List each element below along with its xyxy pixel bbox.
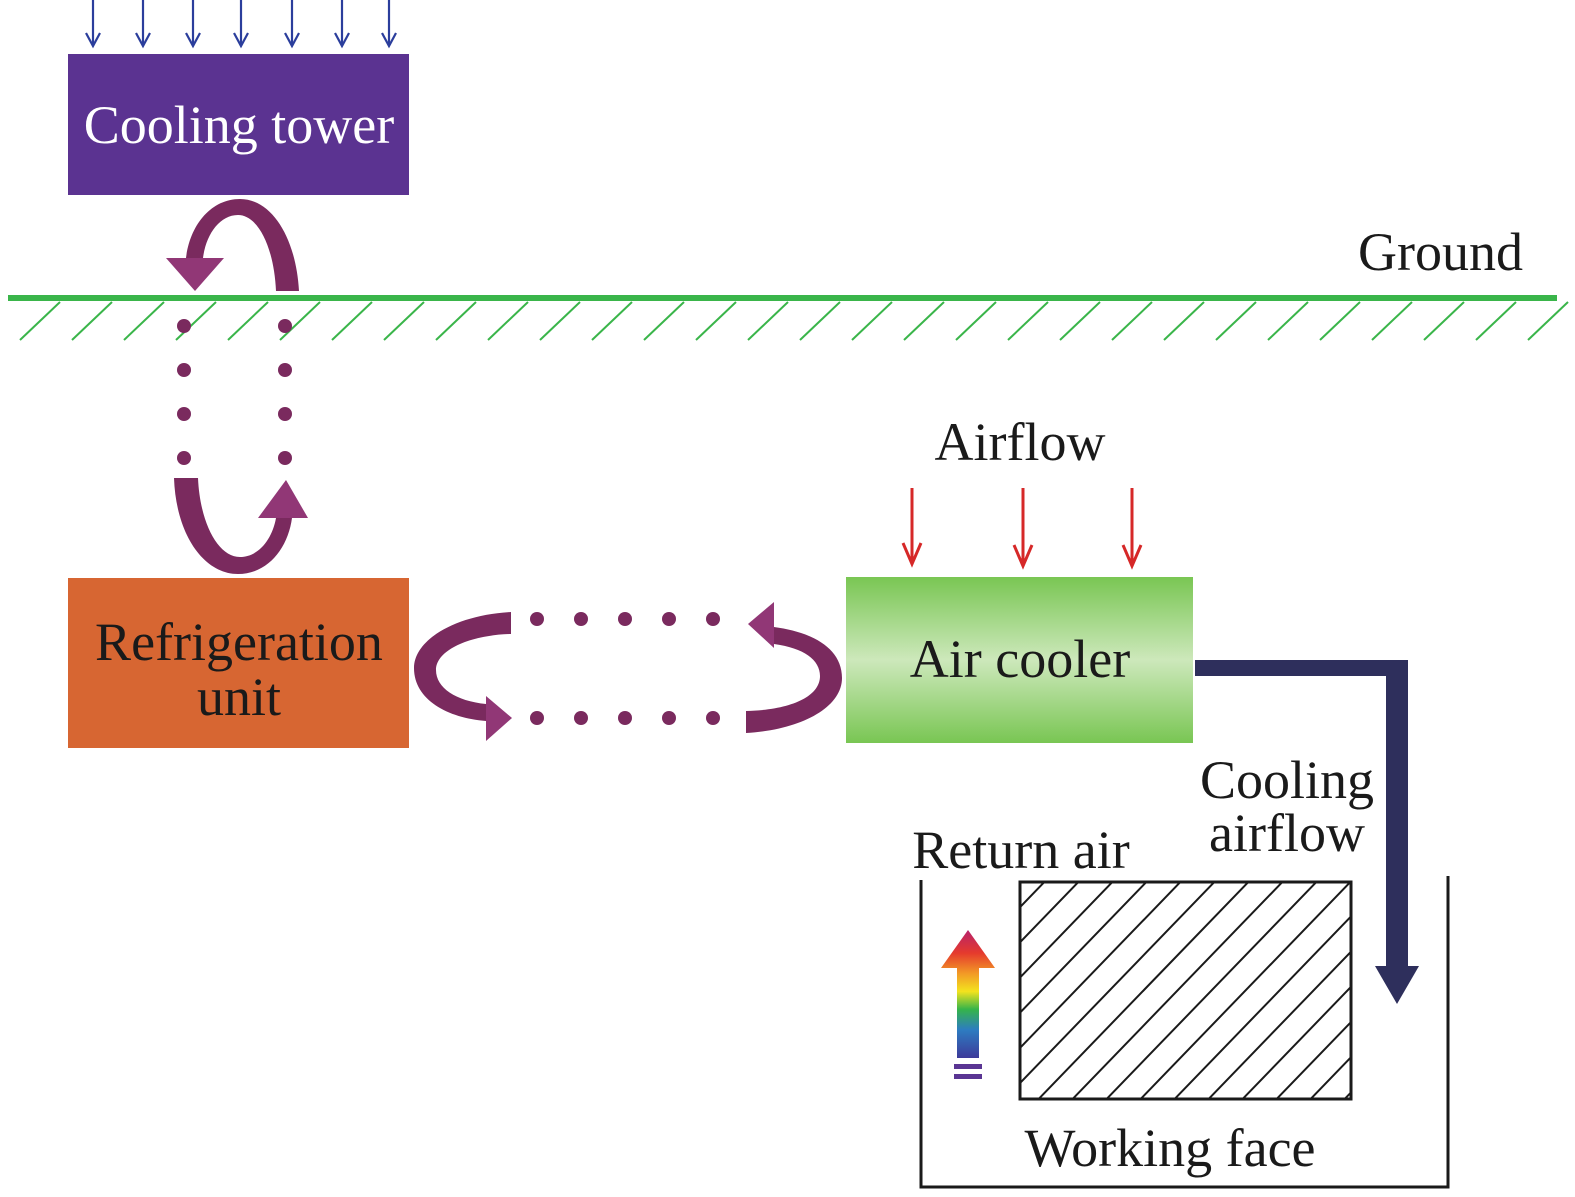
ground-line xyxy=(8,295,1569,341)
working-face-hatch-line xyxy=(1275,1020,1351,1099)
ground-hatch-line xyxy=(123,301,165,341)
ground-hatch-line xyxy=(383,301,425,341)
cooling-tower-label: Cooling tower xyxy=(84,95,394,155)
working-face-hatch-line xyxy=(1309,1055,1351,1099)
ground-hatch-line xyxy=(1111,301,1153,341)
ground-hatch-line xyxy=(1163,301,1205,341)
working-face-hatch-line xyxy=(1071,882,1284,1099)
ground-hatch-line xyxy=(435,301,477,341)
air-cooler-label: Air cooler xyxy=(910,629,1130,689)
left-circulation-arrow xyxy=(414,612,512,741)
refrigeration-unit-label-line1: Refrigeration xyxy=(95,612,383,672)
ground-hatch-line xyxy=(695,301,737,341)
ground-hatch-line xyxy=(1319,301,1361,341)
working-face-hatch-line xyxy=(1020,882,1182,1050)
ground-hatch-line xyxy=(1007,301,1049,341)
refrigeration-unit-box: Refrigeration unit xyxy=(68,578,409,748)
ground-hatch-line xyxy=(487,301,529,341)
ground-hatch-line xyxy=(591,301,633,341)
refrigeration-unit-label-line2: unit xyxy=(197,667,281,727)
airflow-label: Airflow xyxy=(935,412,1106,472)
cooling-tower-box: Cooling tower xyxy=(68,54,409,195)
upper-circulation-arrow xyxy=(166,199,299,291)
ground-hatch-line xyxy=(1475,301,1517,341)
ground-hatch-line xyxy=(851,301,893,341)
return-air-label: Return air xyxy=(912,820,1129,880)
ground-label: Ground xyxy=(1358,222,1523,282)
working-face-hatch-line xyxy=(1020,882,1080,944)
working-face-hatch-line xyxy=(1173,915,1351,1099)
ground-hatch-line xyxy=(747,301,789,341)
vertical-dotted-pipes xyxy=(177,319,292,465)
working-face-hatch-line xyxy=(1207,950,1351,1099)
horizontal-dotted-pipes xyxy=(530,612,720,725)
airflow-arrows xyxy=(901,488,1143,570)
ground-hatch-line xyxy=(539,301,581,341)
working-face-tunnel xyxy=(919,876,1450,1189)
right-circulation-arrow xyxy=(746,602,842,733)
working-face-hatch-line xyxy=(1020,882,1216,1085)
ground-hatch-line xyxy=(1059,301,1101,341)
cooling-airflow-label-line2: airflow xyxy=(1209,803,1365,863)
working-face-hatch-line xyxy=(1020,882,1148,1015)
cooling-tower-input-arrows xyxy=(85,0,397,49)
ground-hatch-line xyxy=(1527,301,1569,341)
ground-hatch-line xyxy=(175,301,217,341)
ground-hatch-line xyxy=(331,301,373,341)
ground-hatch-line xyxy=(1267,301,1309,341)
cooling-airflow-arrow xyxy=(1195,660,1419,1004)
working-face-hatch-line xyxy=(1020,882,1114,979)
ground-hatch-line xyxy=(903,301,945,341)
ground-hatch-line xyxy=(799,301,841,341)
working-face-hatch-line xyxy=(1241,985,1351,1099)
cooling-airflow-label-line1: Cooling xyxy=(1200,750,1374,810)
ground-hatch-line xyxy=(1423,301,1465,341)
ground-hatch-line xyxy=(19,301,61,341)
working-face-hatch-line xyxy=(790,872,1020,1110)
ground-hatch-line xyxy=(1371,301,1413,341)
ground-hatch-line xyxy=(1215,301,1257,341)
ground-hatch-line xyxy=(643,301,685,341)
ground-hatch-line xyxy=(955,301,997,341)
ground-hatch-line xyxy=(227,301,269,341)
ground-hatch-line xyxy=(71,301,113,341)
ground-hatch-line xyxy=(279,301,321,341)
working-face-hatch-line xyxy=(1139,882,1351,1099)
working-face-hatch-line xyxy=(1037,882,1250,1099)
working-face-block xyxy=(790,872,1353,1110)
return-air-arrow xyxy=(941,930,995,1079)
air-cooler-box: Air cooler xyxy=(846,577,1193,743)
lower-circulation-arrow xyxy=(174,478,308,574)
working-face-label: Working face xyxy=(1024,1118,1315,1178)
working-face-hatch-line xyxy=(1105,882,1318,1099)
